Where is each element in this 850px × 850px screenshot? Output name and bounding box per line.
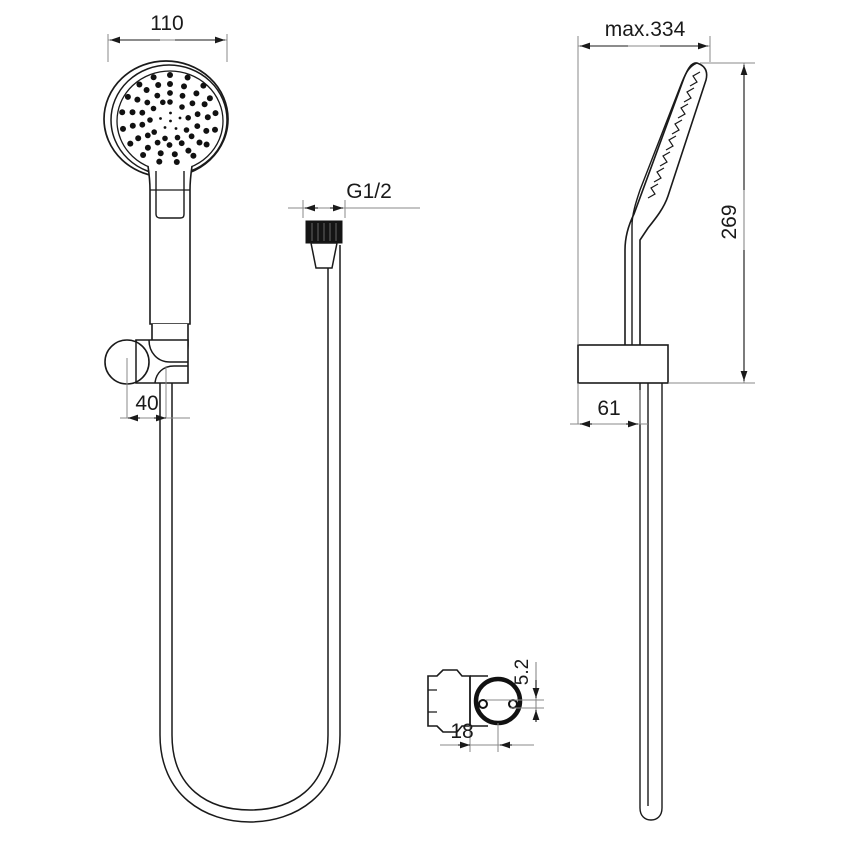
bracket-lower-curve [154, 365, 188, 384]
side-view-shower [577, 62, 708, 821]
dimension-head-diameter: 110 [107, 12, 228, 62]
side-view-body [624, 62, 708, 349]
connector-cone-collar [310, 242, 338, 269]
handle-button-panel [155, 171, 185, 219]
dimension-bracket-detail-width: 18 [440, 720, 534, 752]
dimension-label-max334: max.334 [605, 18, 686, 41]
hose-outer-edge [159, 245, 341, 823]
dimension-label-40: 40 [135, 392, 158, 415]
side-view-hose [639, 383, 663, 821]
wall-bracket-front [104, 339, 189, 418]
dimension-bracket-projection: 40 [120, 366, 190, 422]
dimension-bracket-depth: 61 [570, 383, 648, 428]
front-view-shower-head [103, 60, 229, 364]
side-view-bracket-block [577, 344, 669, 384]
dimension-max-reach: max.334 [577, 18, 711, 345]
bracket-detail-slots [428, 689, 437, 713]
bracket-cradle-curve [148, 339, 188, 363]
hose-connector-assembly [305, 220, 343, 269]
side-view-nozzle-texture [647, 71, 701, 199]
dimension-label-269: 269 [718, 204, 741, 239]
dimension-label-61: 61 [597, 397, 620, 420]
side-view-face-line [631, 62, 698, 348]
dimension-hose-thread: G1/2 [288, 180, 420, 218]
nut-knurl-lines [311, 223, 337, 241]
hose-inner-edge [171, 245, 329, 811]
bracket-detail-view [427, 669, 523, 733]
dimension-label-g12: G1/2 [346, 180, 392, 203]
bracket-detail-lug-right [508, 699, 518, 709]
shower-hose-loop [159, 245, 341, 823]
dimension-shower-height: 269 [668, 62, 755, 384]
dimension-bracket-lug-height: 5.2 [486, 659, 544, 722]
dimension-label-18: 18 [450, 720, 473, 743]
dimension-label-110: 110 [150, 12, 183, 35]
bracket-detail-lug-left [478, 699, 488, 709]
spray-nozzle-pattern [119, 72, 219, 165]
dimension-label-52: 5.2 [512, 659, 533, 685]
